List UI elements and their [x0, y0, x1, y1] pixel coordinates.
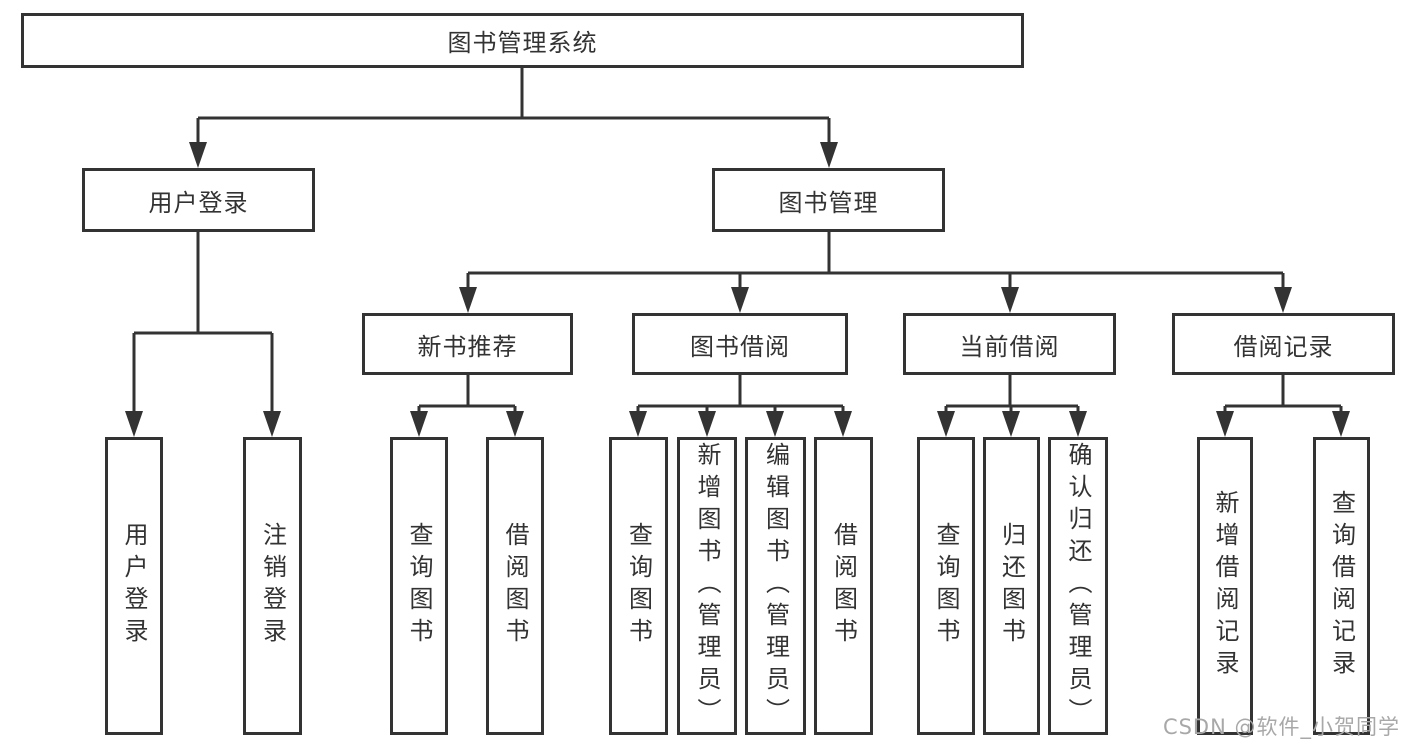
watermark-text: CSDN @软件_小贺同学: [1162, 715, 1400, 739]
arrowhead-icon: [1002, 411, 1020, 437]
leaf-confirm-return-admin: 确认归还（管理员）: [1048, 437, 1108, 735]
arrowheads: [125, 142, 1350, 437]
leaf-label: 注销登录: [258, 522, 287, 650]
node-new-book-recommend: 新书推荐: [362, 313, 573, 375]
node-user-login: 用户登录: [82, 168, 315, 232]
arrowhead-icon: [459, 287, 477, 313]
leaf-label: 用户登录: [120, 522, 148, 650]
arrowhead-icon: [189, 142, 207, 168]
leaf-label: 借阅图书: [501, 522, 529, 650]
leaf-label: 借阅图书: [829, 522, 858, 650]
arrowhead-icon: [629, 411, 647, 437]
arrowhead-icon: [125, 411, 143, 437]
leaf-label: 查询图书: [624, 522, 653, 650]
connector-lines: [132, 68, 1343, 415]
node-book-management: 图书管理: [712, 168, 945, 232]
leaf-add-book-admin: 新增图书（管理员）: [677, 437, 737, 735]
arrowhead-icon: [834, 411, 852, 437]
arrowhead-icon: [410, 411, 428, 437]
leaf-label: 新增图书（管理员）: [693, 442, 721, 730]
leaf-edit-book-admin: 编辑图书（管理员）: [745, 437, 806, 735]
node-root: 图书管理系统: [21, 13, 1024, 68]
leaf-label: 确认归还（管理员）: [1064, 442, 1092, 730]
leaf-label: 查询图书: [405, 522, 433, 650]
node-book-borrow: 图书借阅: [632, 313, 848, 375]
leaf-label: 查询图书: [932, 522, 960, 650]
arrowhead-icon: [263, 411, 281, 437]
arrowhead-icon: [937, 411, 955, 437]
leaf-borrow-book-recommend: 借阅图书: [486, 437, 544, 735]
arrowhead-icon: [766, 411, 784, 437]
arrowhead-icon: [820, 142, 838, 168]
leaf-query-borrow-record: 查询借阅记录: [1313, 437, 1370, 735]
leaf-query-book-borrow: 查询图书: [609, 437, 668, 735]
arrowhead-icon: [506, 411, 524, 437]
arrowhead-icon: [1069, 411, 1087, 437]
leaf-query-book-current: 查询图书: [917, 437, 975, 735]
leaf-return-book: 归还图书: [983, 437, 1040, 735]
arrowhead-icon: [1332, 411, 1350, 437]
leaf-label: 编辑图书（管理员）: [761, 442, 790, 730]
leaf-query-book-recommend: 查询图书: [390, 437, 448, 735]
leaf-user-login: 用户登录: [105, 437, 163, 735]
leaf-label: 归还图书: [997, 522, 1026, 650]
leaf-add-borrow-record: 新增借阅记录: [1197, 437, 1253, 735]
node-borrow-record: 借阅记录: [1172, 313, 1395, 375]
leaf-logout: 注销登录: [243, 437, 302, 735]
leaf-label: 新增借阅记录: [1211, 490, 1239, 682]
arrowhead-icon: [1274, 287, 1292, 313]
leaf-borrow-book: 借阅图书: [814, 437, 873, 735]
node-current-borrow: 当前借阅: [903, 313, 1116, 375]
arrowhead-icon: [1001, 287, 1019, 313]
arrowhead-icon: [698, 411, 716, 437]
leaf-label: 查询借阅记录: [1327, 490, 1356, 682]
arrowhead-icon: [731, 287, 749, 313]
arrowhead-icon: [1216, 411, 1234, 437]
